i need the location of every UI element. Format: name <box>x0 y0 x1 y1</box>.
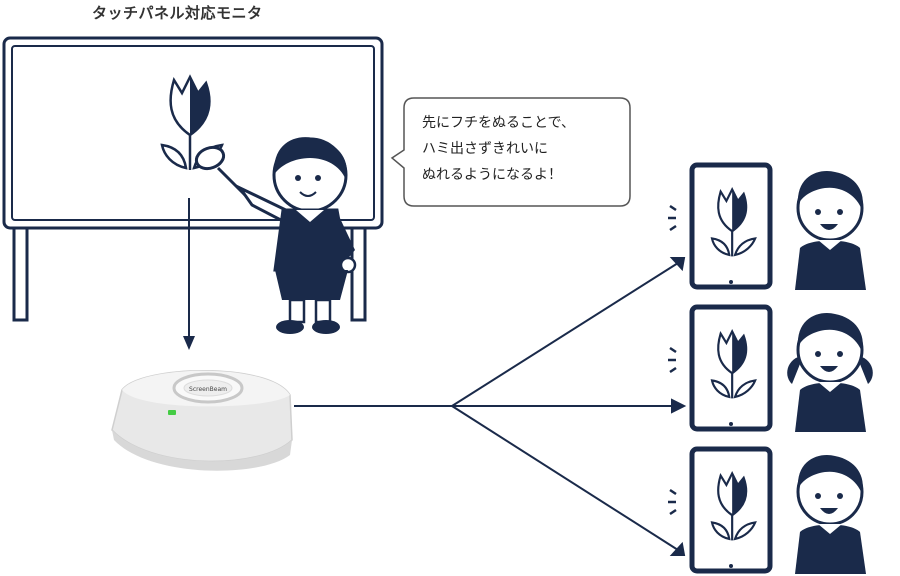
distribution-arrows <box>294 257 687 556</box>
receiver-brand-text: ScreenBeam <box>189 386 227 393</box>
tablet-icon <box>668 304 773 432</box>
led-indicator-icon <box>168 410 176 415</box>
tablet-student-3 <box>668 446 866 574</box>
student-girl-icon <box>787 312 873 432</box>
down-arrow <box>183 198 195 350</box>
tablet-tulip-icon <box>710 471 757 541</box>
tablet-student-1 <box>668 162 866 290</box>
tablet-tulip-icon <box>710 187 757 257</box>
teacher-girl-figure <box>194 137 357 334</box>
speech-bubble <box>390 97 631 207</box>
monitor-title: タッチパネル対応モニタ <box>92 4 263 22</box>
student-boy-icon <box>795 170 866 290</box>
tablet-tulip-icon <box>710 329 757 399</box>
student-boy-icon <box>795 454 866 574</box>
wireless-receiver-device: ScreenBeam <box>111 370 293 471</box>
speech-bubble-text: 先にフチをぬることで、 ハミ出さずきれいに ぬれるようになるよ！ <box>422 115 576 183</box>
tablet-student-2 <box>668 304 873 432</box>
tablet-icon <box>668 162 773 290</box>
